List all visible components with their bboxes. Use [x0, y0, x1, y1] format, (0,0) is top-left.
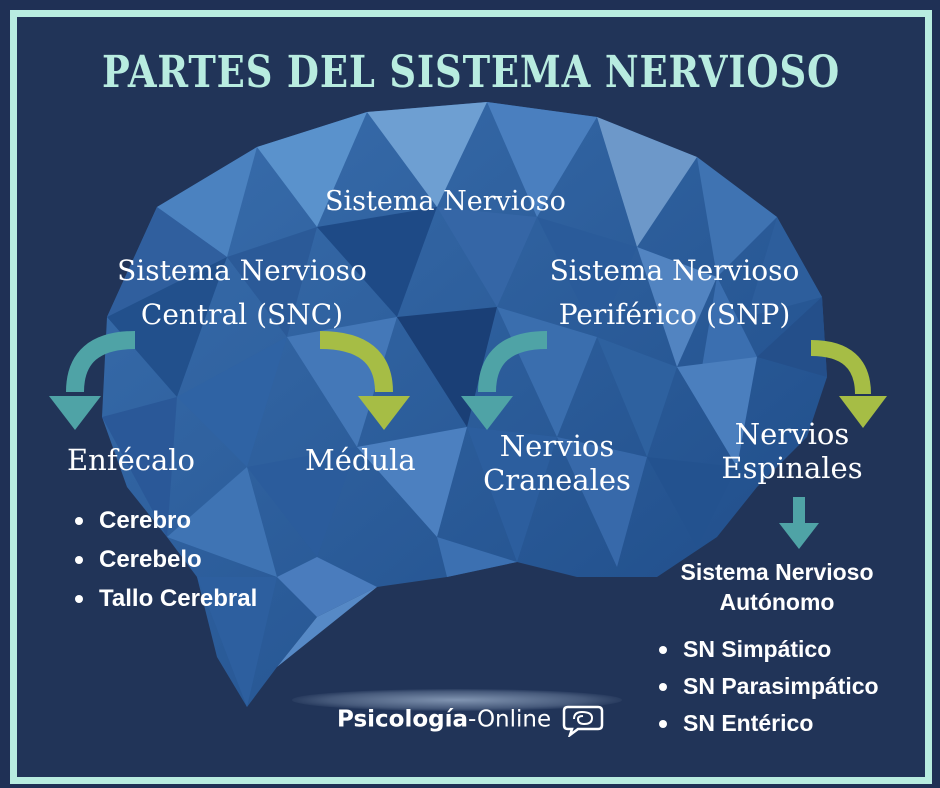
snp-right-arrow-icon: [810, 340, 887, 428]
logo-rest-text: -Online: [468, 706, 552, 733]
list-item: SN Parasimpático: [653, 668, 879, 705]
enfecalo-label: Enfécalo: [67, 443, 196, 477]
snc-right-arrow-icon: [319, 331, 410, 430]
logo-shadow: [292, 689, 622, 711]
nervios-craneales-label: Nervios Craneales: [467, 429, 647, 497]
nervios-espinales-label: Nervios Espinales: [697, 417, 887, 485]
brain-speech-bubble-icon: [563, 705, 604, 739]
snp-line2: Periférico (SNP): [558, 298, 791, 331]
logo-bold-text: Psicología: [337, 706, 469, 733]
list-item: Cerebro: [69, 501, 257, 540]
infographic-frame: PARTES DEL SISTEMA NERVIOSO Sistema Nerv…: [10, 10, 932, 784]
espinales-line1: Nervios: [734, 417, 850, 451]
list-item: SN Simpático: [653, 631, 879, 668]
craneales-line2: Craneales: [483, 463, 631, 497]
autonomo-node-label: Sistema Nervioso Autónomo: [657, 557, 897, 617]
autonomo-line2: Autónomo: [719, 589, 835, 615]
list-item: SN Entérico: [653, 705, 879, 742]
autonomo-items-list: SN Simpático SN Parasimpático SN Entéric…: [653, 631, 879, 742]
snc-line1: Sistema Nervioso: [117, 254, 367, 287]
list-item: Tallo Cerebral: [69, 579, 257, 618]
brain-illustration: [102, 102, 827, 707]
page-title: PARTES DEL SISTEMA NERVIOSO: [101, 47, 841, 98]
snp-node-label: Sistema Nervioso Periférico (SNP): [522, 249, 827, 337]
snc-items-list: Cerebro Cerebelo Tallo Cerebral: [69, 501, 257, 618]
snc-left-arrow-icon: [49, 331, 136, 430]
snc-node-label: Sistema Nervioso Central (SNC): [92, 249, 392, 337]
espinales-down-arrow-icon: [779, 497, 819, 549]
snp-line1: Sistema Nervioso: [549, 254, 800, 287]
craneales-line1: Nervios: [499, 429, 615, 463]
psicologia-online-logo[interactable]: Psicología-Online: [337, 703, 604, 739]
espinales-line2: Espinales: [721, 451, 863, 485]
snc-line2: Central (SNC): [140, 298, 344, 331]
list-item: Cerebelo: [69, 540, 257, 579]
autonomo-line1: Sistema Nervioso: [680, 559, 874, 585]
root-node-label: Sistema Nervioso: [325, 186, 566, 217]
snp-left-arrow-icon: [461, 331, 548, 430]
medula-label: Médula: [305, 443, 416, 477]
